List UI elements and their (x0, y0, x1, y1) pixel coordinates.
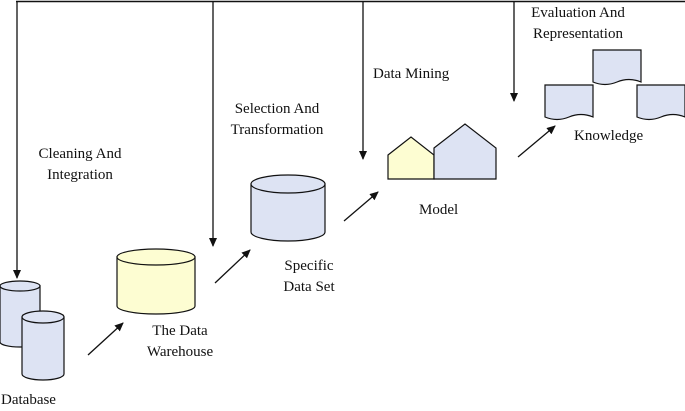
specific-data-set-label-line2: Data Set (283, 279, 335, 295)
selection-transformation-label: Selection And Transformation (218, 99, 336, 141)
model-label: Model (419, 202, 459, 218)
evaluation-label-line1: Evaluation And (531, 5, 625, 21)
dataset-to-model-arrow (343, 191, 379, 222)
knowledge-label: Knowledge (574, 128, 644, 144)
data-warehouse-cylinder (116, 248, 196, 315)
specific-data-set-label: Specific Data Set (266, 256, 352, 298)
warehouse-to-dataset-arrow (214, 249, 251, 284)
data-warehouse-label: The Data Warehouse (128, 321, 232, 363)
model-to-knowledge-arrow (517, 125, 556, 158)
evaluation-label-line2: Representation (533, 26, 623, 42)
database-to-warehouse-arrow (87, 322, 124, 356)
data-warehouse-label-line1: The Data (152, 323, 208, 339)
cleaning-integration-label: Cleaning And Integration (24, 144, 136, 186)
specific-data-set-label-line1: Specific (284, 258, 334, 274)
selection-label-line2: Transformation (230, 122, 324, 138)
cleaning-label-line1: Cleaning And (38, 146, 122, 162)
specific-data-set-cylinder (250, 174, 326, 242)
database-label: Database (1, 392, 56, 408)
data-mining-label: Data Mining (373, 66, 450, 82)
knowledge-documents-icon (544, 49, 685, 121)
selection-label-line1: Selection And (234, 101, 320, 117)
model-houses-icon (387, 123, 497, 180)
cleaning-label-line2: Integration (47, 167, 113, 183)
evaluation-representation-label: Evaluation And Representation (516, 3, 640, 45)
data-warehouse-label-line2: Warehouse (146, 344, 214, 360)
database-cylinder-front (21, 310, 65, 381)
